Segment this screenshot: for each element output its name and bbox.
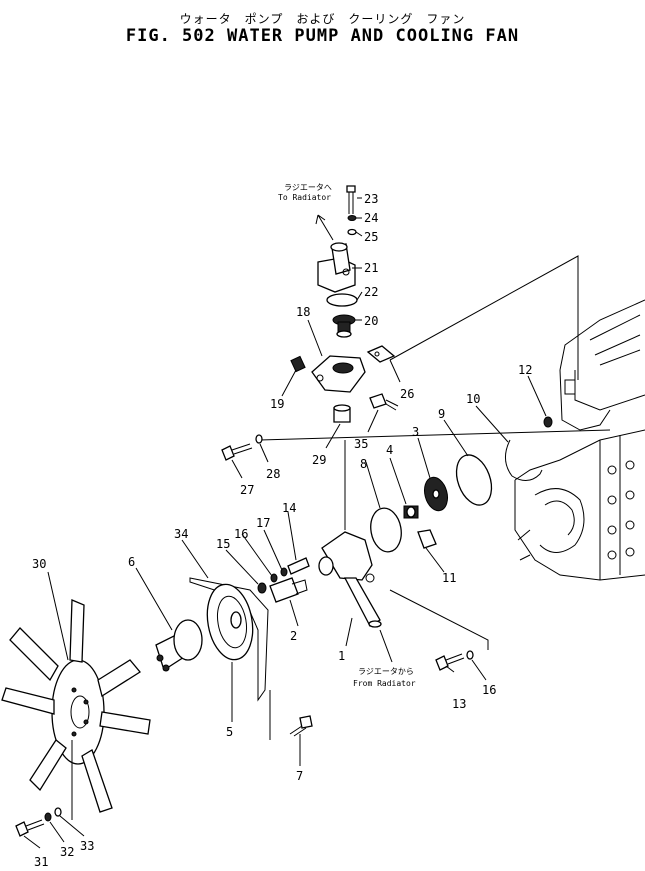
part-label-9: 9 xyxy=(438,407,445,421)
part-number-labels: 23 24 25 21 22 20 18 26 19 12 10 9 3 35 … xyxy=(32,192,532,869)
part-label-35: 35 xyxy=(354,437,368,451)
part-label-27: 27 xyxy=(240,483,254,497)
bolt-7 xyxy=(289,715,313,737)
part-label-17: 17 xyxy=(256,516,270,530)
part-label-3: 3 xyxy=(412,425,419,439)
washer-33 xyxy=(54,807,62,817)
washer-28 xyxy=(255,434,263,444)
bolt-31 xyxy=(15,819,45,837)
part-label-16: 16 xyxy=(234,527,248,541)
gasket-26 xyxy=(366,345,396,363)
thermostat-housing-18 xyxy=(311,355,366,393)
stud-14 xyxy=(287,557,310,575)
bushing-29 xyxy=(333,404,351,423)
mechanical-seal-4 xyxy=(403,505,419,519)
part-label-10: 10 xyxy=(466,392,480,406)
part-label-4: 4 xyxy=(386,443,393,457)
plug-12 xyxy=(543,416,553,428)
part-label-1: 1 xyxy=(338,649,345,663)
leader-lines xyxy=(23,197,547,849)
lock-washer-32 xyxy=(44,812,52,822)
part-label-5: 5 xyxy=(226,725,233,739)
shaft-2 xyxy=(269,577,308,603)
impeller-3 xyxy=(423,476,449,512)
washer-16b xyxy=(466,650,474,660)
bolt-23 xyxy=(346,185,356,214)
figure-title: FIG. 502 WATER PUMP AND COOLING FAN xyxy=(125,26,520,46)
fan-spacer-6 xyxy=(155,619,203,672)
part-label-14: 14 xyxy=(282,501,296,515)
part-label-32: 32 xyxy=(60,845,74,859)
to-radiator-arrow xyxy=(315,214,334,241)
washer-25 xyxy=(347,228,357,236)
part-label-11: 11 xyxy=(442,571,456,585)
part-label-18: 18 xyxy=(296,305,310,319)
part-label-16b: 16 xyxy=(482,683,496,697)
to-radiator-note: To Radiator xyxy=(278,193,331,202)
part-label-13: 13 xyxy=(452,697,466,711)
part-label-26: 26 xyxy=(400,387,414,401)
part-label-12: 12 xyxy=(518,363,532,377)
plug-19 xyxy=(290,355,306,373)
flange-11 xyxy=(417,529,437,549)
part-label-25: 25 xyxy=(364,230,378,244)
seal-9 xyxy=(455,454,493,506)
o-ring-8 xyxy=(370,507,402,553)
pump-body-1 xyxy=(318,531,382,628)
part-label-30: 30 xyxy=(32,557,46,571)
figure-title-japanese: ウォータ ポンプ および クーリング ファン xyxy=(179,12,466,26)
part-label-29: 29 xyxy=(312,453,326,467)
pulley-5 xyxy=(206,583,254,661)
bolt-13 xyxy=(435,653,465,671)
part-label-28: 28 xyxy=(266,467,280,481)
sensor-35 xyxy=(369,393,399,411)
part-label-15: 15 xyxy=(216,537,230,551)
v-belt-34 xyxy=(189,577,269,702)
to-radiator-note-jp: ラジエータへ xyxy=(284,183,332,192)
lock-washer-24 xyxy=(347,215,357,221)
part-label-22: 22 xyxy=(364,285,378,299)
thermostat-20 xyxy=(332,314,356,338)
part-label-31: 31 xyxy=(34,855,48,869)
part-label-6: 6 xyxy=(128,555,135,569)
cooling-fan-30 xyxy=(1,599,151,813)
water-outlet-21 xyxy=(317,242,356,293)
engine-block xyxy=(514,299,645,581)
nut-17 xyxy=(280,567,288,577)
gasket-22 xyxy=(326,293,358,307)
part-label-2: 2 xyxy=(290,629,297,643)
part-label-19: 19 xyxy=(270,397,284,411)
part-label-21: 21 xyxy=(364,261,378,275)
part-label-24: 24 xyxy=(364,211,378,225)
snap-ring-10 xyxy=(505,439,543,481)
part-label-23: 23 xyxy=(364,192,378,206)
from-radiator-note-jp: ラジエータから xyxy=(358,667,414,676)
part-label-34: 34 xyxy=(174,527,188,541)
bolt-27 xyxy=(221,443,253,461)
part-label-7: 7 xyxy=(296,769,303,783)
part-label-8: 8 xyxy=(360,457,367,471)
washer-16 xyxy=(270,573,278,583)
part-label-20: 20 xyxy=(364,314,378,328)
reference-lines xyxy=(259,255,611,650)
from-radiator-note: From Radiator xyxy=(353,679,416,688)
washer-15 xyxy=(257,582,267,594)
part-label-33: 33 xyxy=(80,839,94,853)
